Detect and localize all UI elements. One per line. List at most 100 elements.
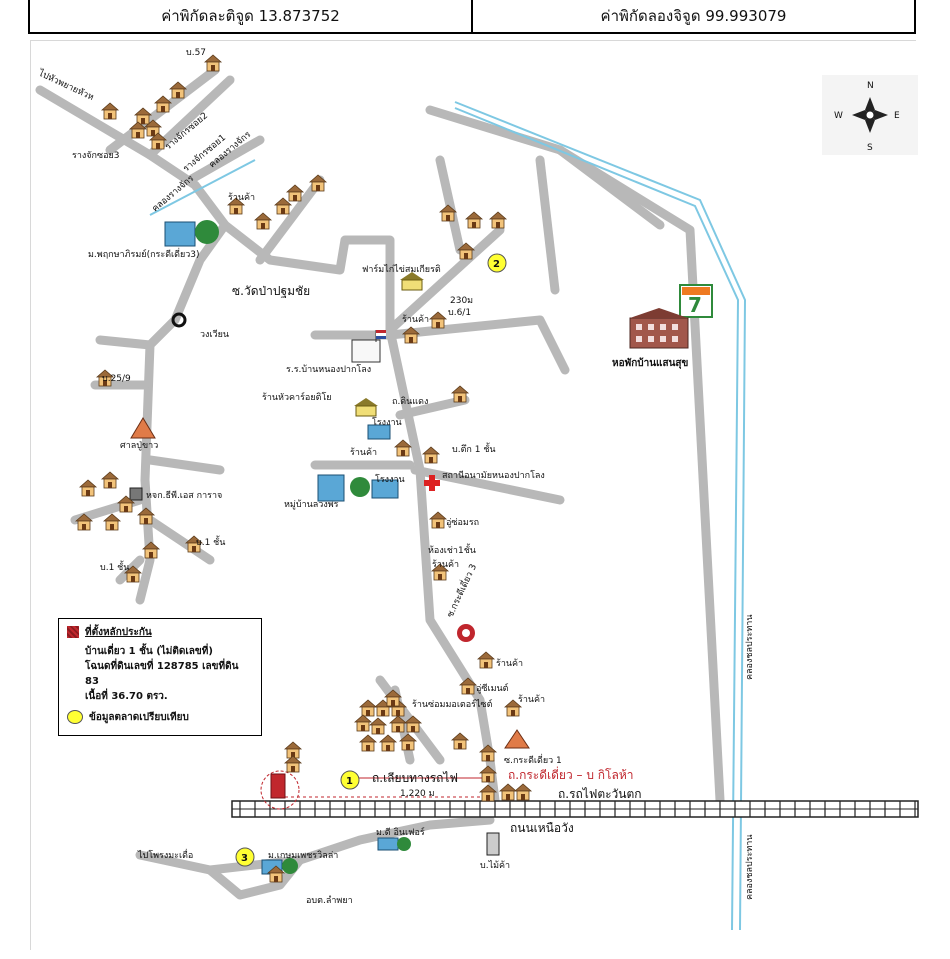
factory-icon [367, 424, 391, 440]
market-marker-1[interactable]: 1 [340, 770, 360, 790]
road-west-loop [95, 335, 155, 350]
label-moo-phruksa: ม.พฤกษาภิรมย์(กระดีเดี่ยว3) [88, 247, 200, 260]
label-health-station: สถานีอนามัยหนองปากโลง [442, 470, 545, 481]
label-shop-6: ร้านค้า [518, 694, 545, 705]
label-b61: บ.6/1 [448, 308, 471, 318]
label-rail-west: ถ.รถไฟตะวันตก [558, 787, 642, 801]
label-shop-4: ร้านค้า [432, 559, 459, 570]
marker-1-label: 1 [346, 776, 353, 787]
roundabout-icon [171, 312, 187, 328]
label-house-1floor: บ.ตึก 1 ชั้น [452, 442, 496, 455]
legend-line-1: บ้านเดี่ยว 1 ชั้น (ไม่ติดเลขที่) [85, 646, 213, 657]
latitude-label: ค่าพิกัดละติจูด 13.873752 [161, 7, 340, 25]
north-wang-icon [486, 832, 500, 856]
mor-thi-icon [377, 837, 411, 851]
label-rang-jik-soi3: รางจักซอย3 [72, 151, 120, 161]
canal-rangjik [149, 159, 256, 216]
map-frame [30, 40, 916, 950]
label-khlong-prathan-2: คลองชลประทาน [745, 835, 755, 900]
label-b57: บ.57 [186, 48, 206, 58]
village-building-icon [317, 474, 370, 502]
road-w3 [145, 515, 215, 565]
subject-property-icon[interactable] [260, 770, 300, 810]
label-road-kradi: ถ.กระดีเดี่ยว – บ กิโลห้า [508, 766, 633, 782]
red-logo-icon [457, 624, 475, 642]
road-branch-b [555, 145, 665, 230]
canal [454, 101, 747, 931]
svg-text:7: 7 [688, 293, 702, 317]
subject-swatch-icon [67, 626, 79, 638]
market-swatch-icon [67, 710, 83, 724]
label-dormitory: หอพักบ้านแสนสุข [612, 357, 689, 369]
label-soi-kradi1: ซ.กระดีเดี่ยว 1 [504, 753, 562, 766]
legend-line-3: เนื้อที่ 36.70 ตรว. [85, 691, 168, 702]
label-soi-kradi3: ซ.กระดีเดี่ยว 3 [443, 561, 479, 619]
cart-shop-icon [354, 398, 378, 417]
road-farm-branch [435, 155, 465, 255]
label-soi-wat: ซ.วัดป่าปฐมชัย [232, 284, 310, 298]
garage-icon [129, 487, 143, 501]
label-shrine: ศาลปู่ขาว [120, 441, 158, 451]
compass-icon: N S E W [822, 75, 918, 155]
label-cement: อู่ซีเมนต์ [476, 682, 509, 694]
factory2-icon [371, 479, 399, 499]
label-shop-2: ร้านค้า [402, 314, 429, 325]
road-east-branch [255, 175, 325, 265]
road-school-east [385, 315, 570, 375]
label-rental-room: ห้องเช่า1ชั้น [428, 543, 476, 556]
school-building-icon [351, 330, 386, 363]
road-network [35, 65, 725, 900]
marker-2-label: 2 [493, 259, 500, 270]
farm-house-icon [400, 272, 424, 291]
label-tv-shop: หจก.ธีพี.เอส การาจ [146, 490, 222, 501]
label-b1floor-b: บ.1 ชั้น [100, 560, 129, 573]
road-w2 [145, 455, 225, 475]
label-b-mai-kha: บ.ไม้ค้า [480, 860, 510, 871]
label-village: หมู่บ้านลวงพร [284, 499, 339, 510]
temple-icon [504, 729, 530, 749]
dormitory-building-icon [629, 308, 689, 349]
road-long-east [425, 105, 725, 805]
road-to-farm [385, 225, 505, 335]
road-health-east [410, 465, 565, 505]
label-moto-shop: ร้านซ่อมมอเตอร์ไซต์ [412, 698, 493, 710]
seven-eleven-icon: 7 [679, 284, 713, 318]
label-soi-dindaeng: ถ.ดินแดง [392, 396, 428, 407]
coordinate-header: ค่าพิกัดละติจูด 13.873752 ค่าพิกัดลองจิจ… [28, 0, 916, 34]
label-factory-1: โรงงาน [372, 417, 402, 428]
label-shop-3: ร้านค้า [350, 447, 377, 458]
road-branch-a [535, 155, 560, 295]
label-b1floor-a: บ.1 ชั้น [196, 535, 225, 548]
label-road-railway: ถ.เลียบทางรถไฟ [372, 771, 458, 785]
legend-line-2: โฉนดที่ดินเลขที่ 128785 เลขที่ดิน 83 [85, 661, 239, 687]
label-factory-2: โรงงาน [375, 474, 405, 485]
market-marker-2[interactable]: 2 [487, 253, 507, 273]
label-garage-car: อู่ซ่อมรถ [446, 518, 479, 528]
label-shop-cart: ร้านหัวคาร์อยติโย [262, 391, 332, 403]
label-khlong-prathan: คลองชลประทาน [745, 615, 755, 680]
label-roundabout: วงเวียน [200, 329, 229, 340]
label-moo-kasem: ม.เกษมเพชรวิลล่า [268, 850, 338, 861]
health-station-icon [424, 475, 440, 491]
road-soi1 [185, 135, 265, 185]
label-b259: บ.25/9 [102, 374, 131, 384]
market-marker-3[interactable]: 3 [235, 847, 255, 867]
label-shop-1: ร้านค้า [228, 192, 255, 203]
label-orbortor: อบต.ลำพยา [306, 895, 353, 906]
shrine-icon [130, 417, 156, 439]
label-mor-thi: ม.ดี อินเฟอร์ [376, 826, 425, 838]
compass-s: S [867, 143, 873, 153]
road-south [135, 815, 495, 875]
legend-panel: ที่ตั้งหลักประกัน บ้านเดี่ยว 1 ชั้น (ไม่… [58, 618, 262, 736]
legend-title: ที่ตั้งหลักประกัน [85, 627, 152, 638]
compass-n: N [867, 81, 874, 91]
compass-e: E [894, 111, 900, 121]
compass-w: W [834, 111, 843, 121]
label-distance: 1,220 ม [400, 789, 435, 799]
label-road-north-wang: ถนนเหนือวัง [510, 821, 574, 835]
moo-building-icon [164, 220, 219, 247]
label-school: ร.ร.บ้านหนองปากโลง [286, 364, 371, 375]
label-to-phong: ไปโพรงมะเดื่อ [137, 848, 193, 861]
label-shop-5: ร้านค้า [496, 658, 523, 669]
